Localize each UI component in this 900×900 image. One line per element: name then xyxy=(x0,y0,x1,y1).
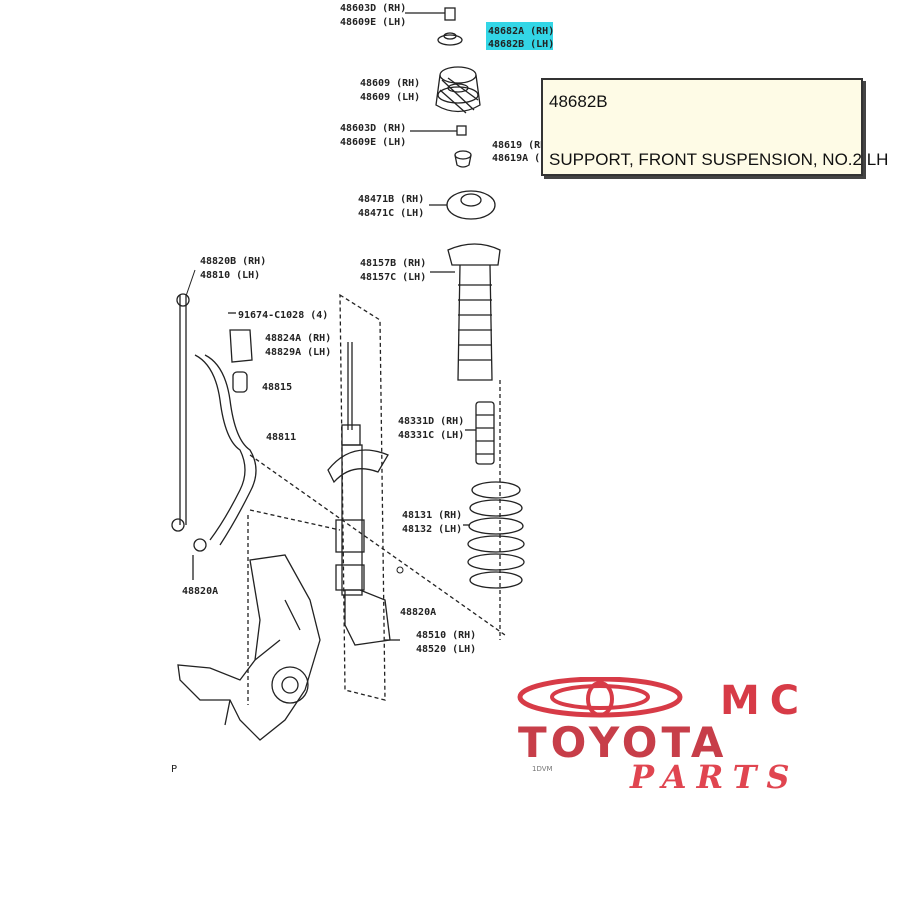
callout-48820A-right[interactable]: 48820A xyxy=(396,566,436,618)
shock-absorber-part[interactable] xyxy=(327,342,400,646)
svg-text:48131 (RH): 48131 (RH) xyxy=(402,510,462,521)
callout-48619[interactable]: 48619 (RH) 48619A (LH) xyxy=(492,140,558,164)
support-washer-part[interactable] xyxy=(437,32,463,46)
svg-text:48810 (LH): 48810 (LH) xyxy=(200,270,260,281)
upper-support-part[interactable] xyxy=(435,66,481,114)
svg-text:48510 (RH): 48510 (RH) xyxy=(416,630,476,641)
logo-parts-text: PARTS xyxy=(630,758,800,796)
callout-48510[interactable]: 48510 (RH) 48520 (LH) xyxy=(416,630,476,655)
callout-48331[interactable]: 48331D (RH) 48331C (LH) xyxy=(398,416,464,441)
dashed-guide-lines xyxy=(247,293,506,705)
svg-text:48815: 48815 xyxy=(262,382,292,393)
callout-48820B[interactable]: 48820B (RH) 48810 (LH) xyxy=(185,256,266,297)
svg-text:48157B (RH): 48157B (RH) xyxy=(360,258,426,269)
logo-mc-text: MC xyxy=(720,678,810,724)
svg-text:48609 (RH): 48609 (RH) xyxy=(360,78,420,89)
callout-91674[interactable]: 91674-C1028 (4) xyxy=(238,310,328,321)
stabilizer-bar-part[interactable] xyxy=(171,293,257,580)
omc-toyota-parts-logo: MC TOYOTA PARTS xyxy=(510,675,900,796)
svg-text:48609E (LH): 48609E (LH) xyxy=(340,137,406,148)
svg-text:48471B (RH): 48471B (RH) xyxy=(358,194,424,205)
svg-text:48820A: 48820A xyxy=(182,586,218,597)
toyota-emblem-icon xyxy=(517,677,683,718)
svg-text:48132 (LH): 48132 (LH) xyxy=(402,524,462,535)
callout-48815[interactable]: 48815 xyxy=(262,382,292,393)
lock-nut-part[interactable] xyxy=(410,125,467,136)
svg-text:48682B (LH): 48682B (LH) xyxy=(488,39,554,50)
svg-text:48520 (LH): 48520 (LH) xyxy=(416,644,476,655)
svg-text:48682A (RH): 48682A (RH) xyxy=(488,26,554,37)
svg-text:48471C (LH): 48471C (LH) xyxy=(358,208,424,219)
svg-text:48603D (RH): 48603D (RH) xyxy=(340,3,406,14)
diagram-code: 1DVM xyxy=(532,765,553,773)
callout-48824A[interactable]: 48824A (RH) 48829A (LH) xyxy=(265,333,331,358)
callout-48131[interactable]: 48131 (RH) 48132 (LH) xyxy=(402,510,462,535)
bump-stopper-part[interactable] xyxy=(465,401,495,465)
svg-text:48820A: 48820A xyxy=(400,607,436,618)
svg-text:48619 (RH): 48619 (RH) xyxy=(492,140,552,151)
callout-48682-highlighted[interactable]: 48682A (RH) 48682B (LH) xyxy=(486,22,554,50)
callout-48603D-mid[interactable]: 48603D (RH) 48609E (LH) xyxy=(340,123,406,148)
svg-text:91674-C1028 (4): 91674-C1028 (4) xyxy=(238,310,328,321)
svg-text:48609E (LH): 48609E (LH) xyxy=(340,17,406,28)
dust-boot-part[interactable] xyxy=(430,243,501,381)
coil-spring-part[interactable] xyxy=(463,481,525,589)
top-nut-part[interactable] xyxy=(405,7,456,21)
callout-48157[interactable]: 48157B (RH) 48157C (LH) xyxy=(360,258,426,283)
stabilizer-bracket-part[interactable] xyxy=(228,312,253,393)
svg-text:48603D (RH): 48603D (RH) xyxy=(340,123,406,134)
svg-text:48829A (LH): 48829A (LH) xyxy=(265,347,331,358)
part-tooltip: 48682B SUPPORT, FRONT SUSPENSION, NO.2 L… xyxy=(541,78,888,176)
svg-text:48824A (RH): 48824A (RH) xyxy=(265,333,331,344)
callout-48609[interactable]: 48609 (RH) 48609 (LH) xyxy=(360,78,420,103)
callout-48603D-top[interactable]: 48603D (RH) 48609E (LH) xyxy=(340,3,406,28)
diagram-corner-letter: P xyxy=(171,764,178,775)
svg-text:48609 (LH): 48609 (LH) xyxy=(360,92,420,103)
svg-text:48811: 48811 xyxy=(266,432,296,443)
callout-48811[interactable]: 48811 xyxy=(266,432,296,443)
callout-48820A-left[interactable]: 48820A xyxy=(182,586,218,597)
spring-seat-part[interactable] xyxy=(429,190,496,220)
callout-highlight xyxy=(486,22,553,50)
steering-knuckle-part[interactable] xyxy=(177,554,321,741)
svg-text:48331C (LH): 48331C (LH) xyxy=(398,430,464,441)
spacer-part[interactable] xyxy=(454,150,472,168)
svg-text:48157C (LH): 48157C (LH) xyxy=(360,272,426,283)
svg-text:48820B (RH): 48820B (RH) xyxy=(200,256,266,267)
tooltip-part-name: SUPPORT, FRONT SUSPENSION, NO.2 LH xyxy=(549,150,889,169)
callout-48471[interactable]: 48471B (RH) 48471C (LH) xyxy=(358,194,424,219)
svg-text:48331D (RH): 48331D (RH) xyxy=(398,416,464,427)
svg-text:48619A (LH): 48619A (LH) xyxy=(492,153,558,164)
tooltip-part-number: 48682B xyxy=(549,92,608,111)
logo-toyota-text: TOYOTA xyxy=(518,718,728,767)
